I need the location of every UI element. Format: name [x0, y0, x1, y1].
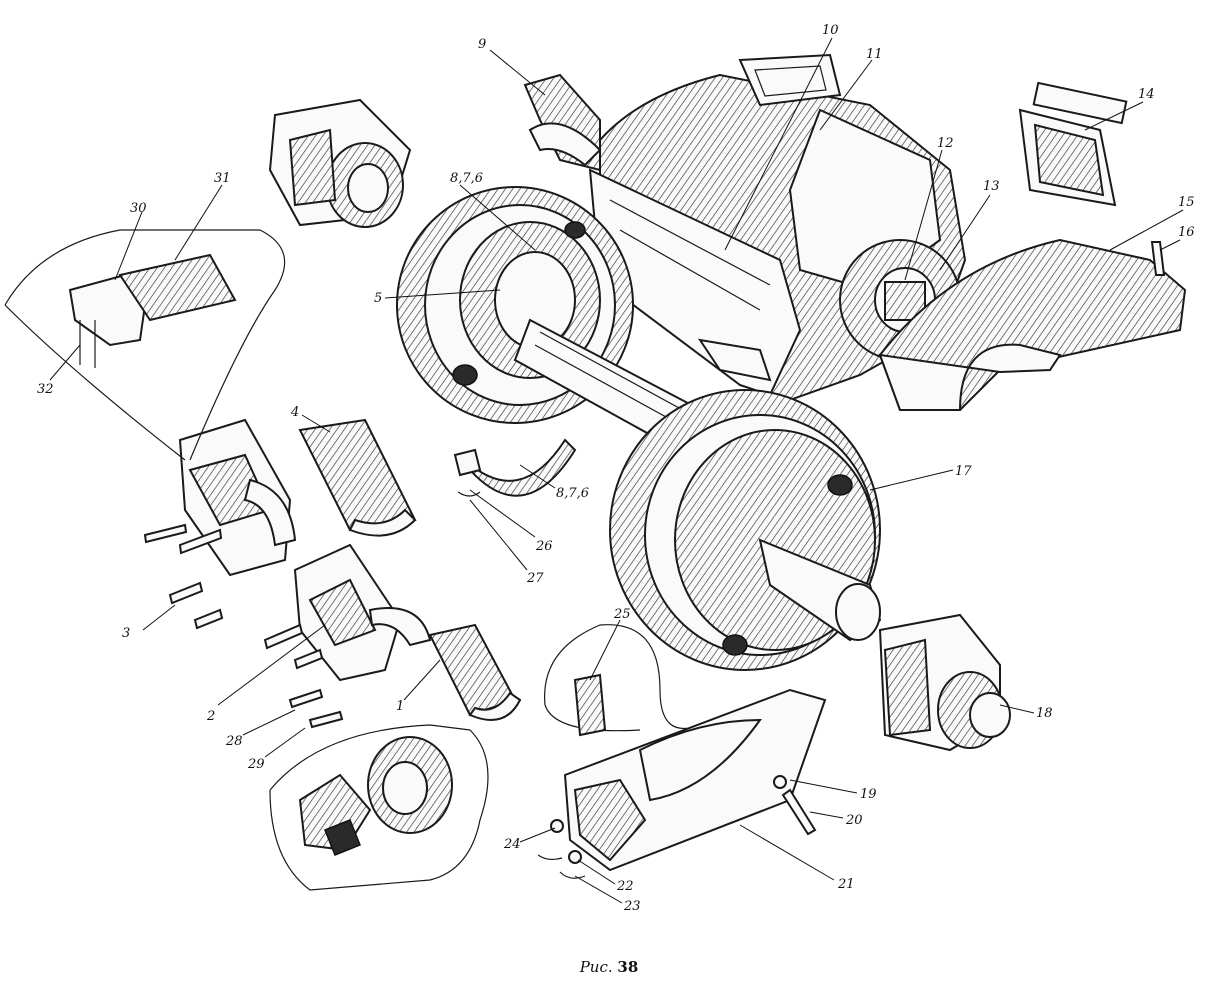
- callout-11: 11: [866, 47, 883, 62]
- callout-1: 1: [396, 699, 404, 714]
- callout-10: 10: [822, 23, 839, 38]
- inset-fastener-detail: [269, 724, 489, 891]
- axle-box-lower: [293, 543, 432, 682]
- callout-24: 24: [503, 837, 521, 852]
- axle-liner: [298, 418, 417, 537]
- spring-box: [1018, 81, 1128, 207]
- callout-labels: 9 10 11 12 13 14 15 16 8,7,6 5 31 30 32 …: [37, 23, 1195, 914]
- callout-13: 13: [983, 179, 1000, 194]
- callout-16: 16: [1178, 225, 1195, 240]
- callout-12: 12: [937, 136, 954, 151]
- callout-29: 29: [247, 757, 265, 772]
- gear-casing-cover: [878, 238, 1187, 411]
- callout-8-7-6-lower: 8,7,6: [556, 486, 589, 501]
- callout-22: 22: [616, 879, 634, 894]
- brush-holder-top: [268, 98, 412, 228]
- callout-4: 4: [290, 405, 299, 420]
- callout-27: 27: [526, 571, 544, 586]
- callout-30: 30: [130, 201, 147, 216]
- callout-14: 14: [1138, 87, 1155, 102]
- caption-number: 38: [617, 958, 639, 976]
- callout-19: 19: [860, 787, 877, 802]
- gear-casing-lower: [563, 688, 827, 872]
- callout-15: 15: [1178, 195, 1195, 210]
- suspension-bracket: [523, 73, 602, 172]
- callout-23: 23: [623, 899, 641, 914]
- small-fasteners: [457, 491, 787, 879]
- callout-28: 28: [225, 734, 243, 749]
- callout-9: 9: [478, 37, 486, 52]
- bearing-cap: [453, 438, 577, 497]
- gear-wheel: [609, 389, 882, 671]
- callout-21: 21: [837, 877, 855, 892]
- callout-31: 31: [214, 171, 231, 186]
- inset-pad-detail: [4, 229, 286, 461]
- callout-leaders: [49, 37, 1184, 904]
- brush-holder-bottom: [878, 613, 1011, 752]
- callout-8-7-6-upper: 8,7,6: [450, 171, 483, 186]
- callout-26: 26: [535, 539, 553, 554]
- caption-prefix: Рис.: [579, 958, 613, 976]
- callout-5: 5: [374, 291, 382, 306]
- callout-32: 32: [37, 382, 54, 397]
- callout-18: 18: [1036, 706, 1053, 721]
- figure-caption: Рис. 38: [0, 958, 1218, 976]
- callout-20: 20: [845, 813, 863, 828]
- callout-3: 3: [122, 626, 130, 641]
- callout-2: 2: [206, 709, 215, 724]
- bearing-liner: [428, 623, 522, 721]
- inset-gear-case-detail: [544, 624, 701, 737]
- callout-25: 25: [613, 607, 631, 622]
- callout-17: 17: [955, 464, 972, 479]
- suspension-frame: [588, 168, 802, 397]
- bolts: [143, 241, 1166, 836]
